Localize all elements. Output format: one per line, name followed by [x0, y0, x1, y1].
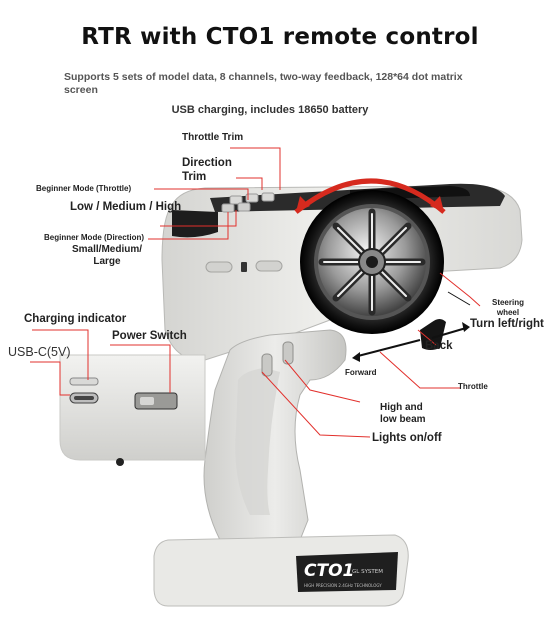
- side-switch-right[interactable]: [255, 260, 283, 272]
- steering-wheel-label: Steering wheel: [491, 298, 524, 317]
- tagline-text: HIGH PRECISION 2.4GHz TECHNOLOGY: [304, 583, 382, 588]
- beginner-direction-switch[interactable]: [237, 202, 251, 212]
- charging-indicator-led: [69, 377, 99, 386]
- charging-indicator-label: Charging indicator: [24, 313, 127, 325]
- leader-lines: [30, 147, 481, 438]
- charging-inset: [59, 354, 206, 466]
- direction-trim-button[interactable]: [245, 193, 259, 203]
- lights-label: Lights on/off: [372, 432, 442, 444]
- low-medium-high-label: Low / Medium / High: [70, 201, 182, 213]
- turn-label: Turn left/right: [470, 318, 544, 330]
- throttle-trim-button[interactable]: [229, 195, 243, 205]
- trim-button-3[interactable]: [261, 192, 275, 202]
- system-text: GL SYSTEM: [352, 569, 383, 575]
- trigger-arrows: [352, 322, 470, 362]
- steering-wheel[interactable]: [300, 190, 444, 334]
- feature-subtitle: Supports 5 sets of model data, 8 channel…: [64, 71, 463, 96]
- direction-trim-label: Direction Trim: [182, 157, 232, 183]
- usb-charging-note: USB charging, includes 18650 battery: [171, 104, 369, 116]
- beginner-throttle-label: Beginner Mode (Throttle): [36, 184, 132, 193]
- battery-label-panel: [296, 552, 398, 592]
- brand-badge: CTO1: [304, 561, 354, 581]
- battery-base: CTO1 GL SYSTEM HIGH PRECISION 2.4GHz TEC…: [153, 534, 409, 607]
- transmitter-grip: [203, 329, 347, 541]
- beginner-direction-label: Beginner Mode (Direction): [44, 233, 145, 242]
- throttle-label: Throttle: [458, 382, 488, 391]
- lights-button[interactable]: [282, 341, 294, 365]
- screw: [116, 458, 124, 466]
- beginner-throttle-switch[interactable]: [221, 203, 235, 213]
- small-medium-large-label: Small/Medium/ Large: [71, 244, 142, 267]
- usb-c-label: USB-C(5V): [8, 345, 71, 359]
- forward-label: Forward: [345, 368, 377, 377]
- power-switch-label: Power Switch: [112, 330, 187, 342]
- steering-direction-arrow: [294, 178, 446, 214]
- throttle-trigger[interactable]: [420, 319, 446, 350]
- back-label: Back: [425, 340, 453, 352]
- side-switch-left[interactable]: [205, 261, 233, 273]
- throttle-trim-label: Throttle Trim: [182, 132, 244, 143]
- beam-label: High and low beam: [380, 402, 426, 425]
- page-title: RTR with CTO1 remote control: [81, 24, 479, 50]
- side-led: [241, 262, 247, 272]
- high-low-beam-button[interactable]: [261, 353, 273, 377]
